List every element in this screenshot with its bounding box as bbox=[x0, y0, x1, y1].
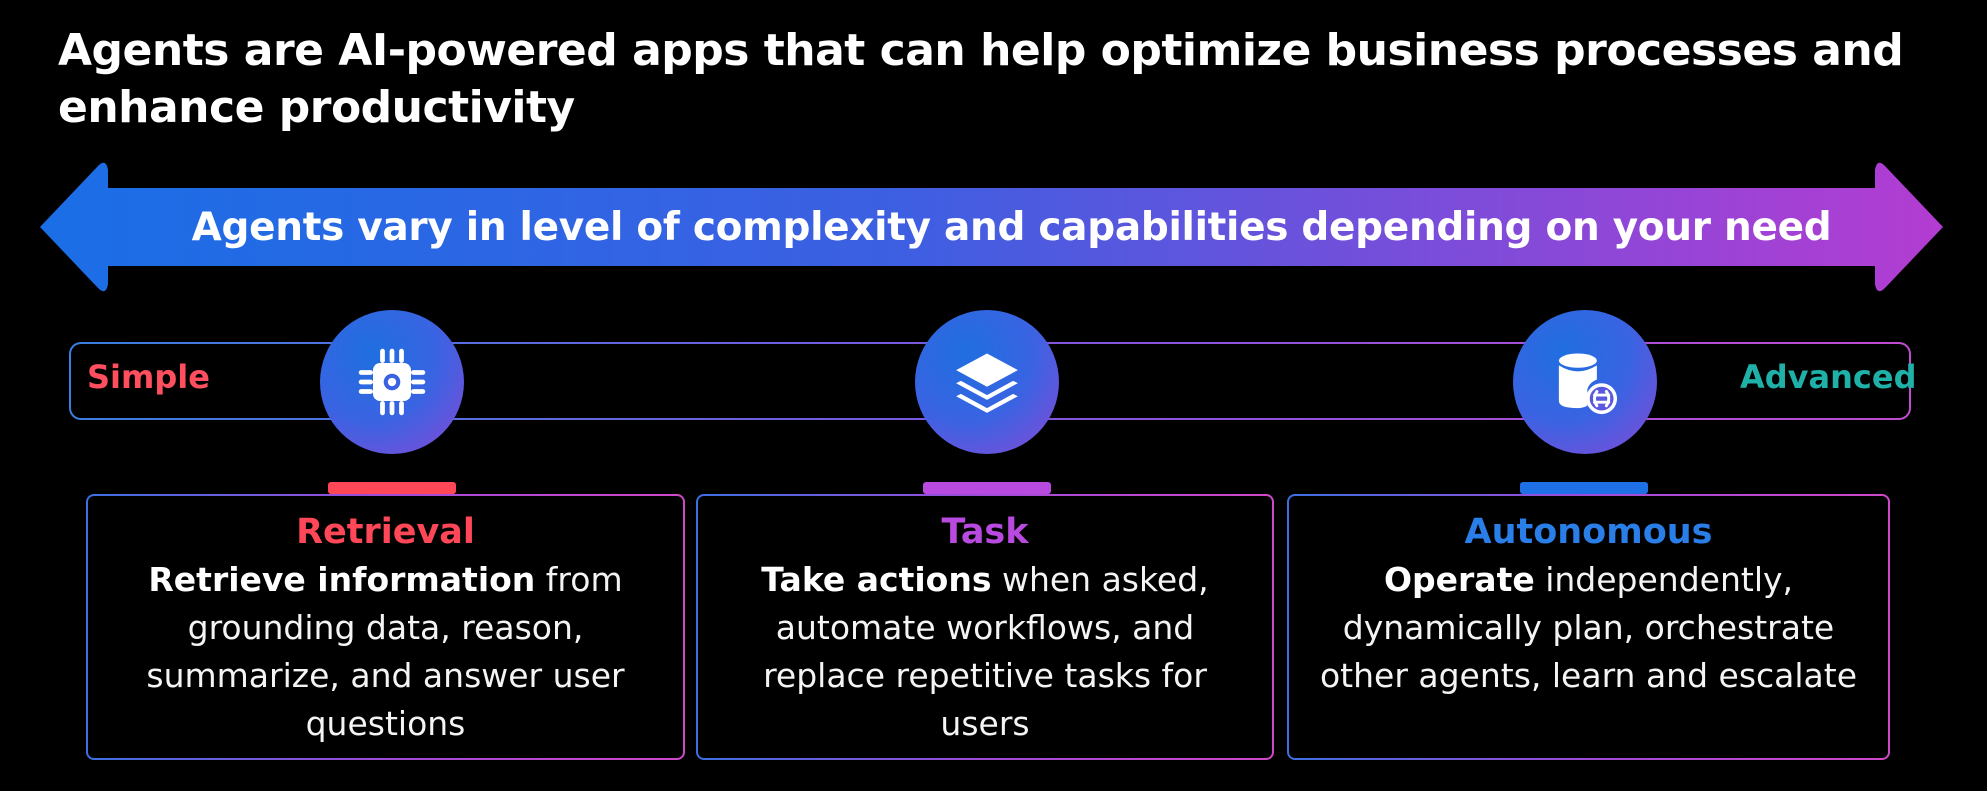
database-link-icon bbox=[1513, 310, 1657, 454]
card-title: Retrieval bbox=[296, 512, 475, 552]
card-description: Operate independently, dynamically plan,… bbox=[1289, 556, 1888, 700]
card-description: Retrieve information from grounding data… bbox=[88, 556, 683, 748]
scale-label-advanced: Advanced bbox=[1740, 358, 1917, 396]
banner-text: Agents vary in level of complexity and c… bbox=[191, 204, 1832, 250]
autonomous-accent bbox=[1520, 482, 1648, 494]
card-task: Task Take actions when asked, automate w… bbox=[696, 494, 1274, 760]
double-arrow-shape bbox=[40, 162, 1943, 292]
card-title: Autonomous bbox=[1464, 512, 1713, 552]
task-accent bbox=[923, 482, 1051, 494]
card-desc-rest: from grounding data, reason, summarize, … bbox=[146, 560, 625, 743]
card-retrieval: Retrieval Retrieve information from grou… bbox=[86, 494, 685, 760]
scale-label-simple: Simple bbox=[87, 358, 210, 396]
retrieval-accent bbox=[328, 482, 456, 494]
layers-icon bbox=[915, 310, 1059, 454]
card-desc-bold: Retrieve information bbox=[148, 560, 536, 599]
chip-icon bbox=[320, 310, 464, 454]
card-autonomous: Autonomous Operate independently, dynami… bbox=[1287, 494, 1890, 760]
card-description: Take actions when asked, automate workfl… bbox=[698, 556, 1272, 748]
page-title: Agents are AI-powered apps that can help… bbox=[58, 25, 1904, 133]
card-title: Task bbox=[941, 512, 1029, 552]
card-desc-bold: Operate bbox=[1383, 560, 1535, 599]
card-desc-bold: Take actions bbox=[761, 560, 992, 599]
card-desc-rest: when asked, automate workflows, and repl… bbox=[763, 560, 1209, 743]
complexity-banner: Agents vary in level of complexity and c… bbox=[36, 158, 1947, 296]
card-desc-rest: independently, dynamically plan, orchest… bbox=[1319, 560, 1858, 695]
